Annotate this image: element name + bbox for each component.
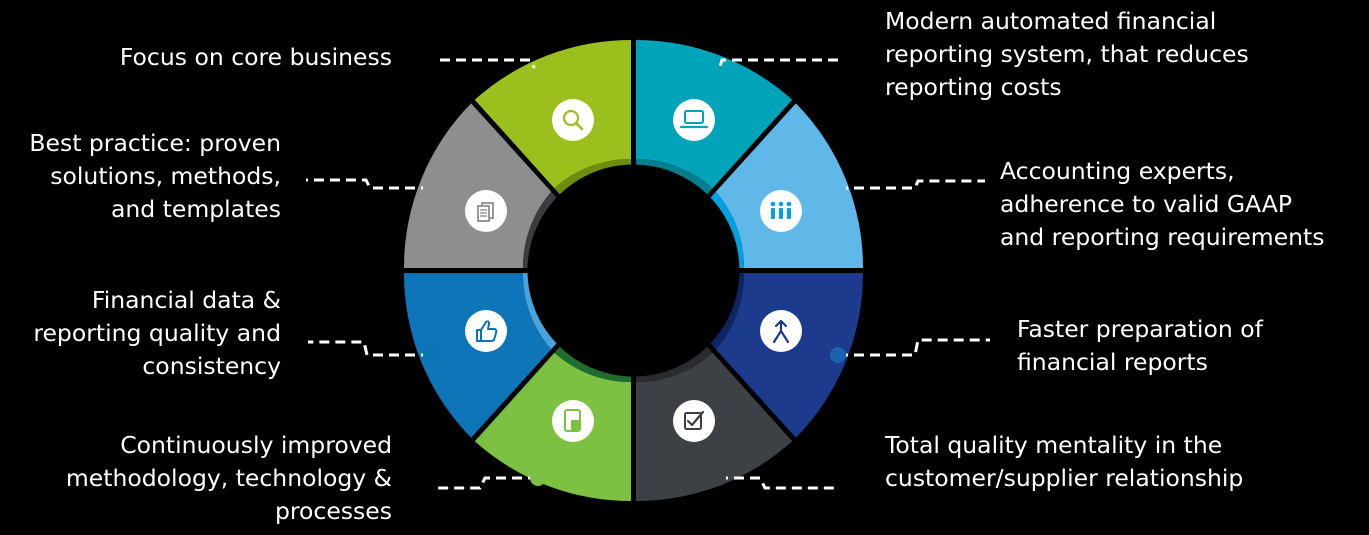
wheel-hub bbox=[527, 164, 740, 377]
connector-faster-preparation bbox=[838, 338, 990, 357]
dot-accounting-experts bbox=[830, 180, 846, 196]
dot-modern-reporting-system bbox=[710, 67, 726, 83]
label-data-quality: Financial data & reporting quality and c… bbox=[33, 286, 281, 380]
documents-icon bbox=[465, 190, 507, 232]
dot-core-business bbox=[530, 67, 546, 83]
connector-total-quality bbox=[718, 476, 838, 490]
dot-faster-preparation bbox=[830, 347, 846, 363]
checkbox-icon bbox=[673, 400, 715, 442]
label-best-practice: Best practice: proven solutions, methods… bbox=[29, 129, 281, 223]
tablet-icon bbox=[552, 400, 594, 442]
label-faster-preparation: Faster preparation of financial reports bbox=[1017, 315, 1263, 376]
laptop-icon bbox=[673, 99, 715, 141]
dot-data-quality bbox=[423, 347, 439, 363]
label-accounting-experts: Accounting experts, adherence to valid G… bbox=[1000, 157, 1325, 251]
label-modern-reporting-system: Modern automated financial reporting sys… bbox=[885, 7, 1249, 101]
dot-total-quality bbox=[710, 470, 726, 486]
thumbs-up-icon bbox=[465, 310, 507, 352]
search-icon bbox=[552, 99, 594, 141]
connector-data-quality bbox=[308, 340, 431, 357]
acceleration-icon bbox=[760, 310, 802, 352]
connector-continuous-improvement bbox=[437, 476, 538, 490]
people-icon bbox=[760, 190, 802, 232]
label-total-quality: Total quality mentality in the customer/… bbox=[885, 431, 1244, 492]
label-continuous-improvement: Continuously improved methodology, techn… bbox=[65, 431, 392, 525]
dot-continuous-improvement bbox=[530, 470, 546, 486]
connector-accounting-experts bbox=[838, 179, 985, 190]
connector-modern-reporting-system bbox=[716, 58, 838, 75]
dot-best-practice bbox=[423, 180, 439, 196]
label-core-business: Focus on core business bbox=[119, 43, 392, 71]
connector-best-practice bbox=[306, 178, 431, 190]
